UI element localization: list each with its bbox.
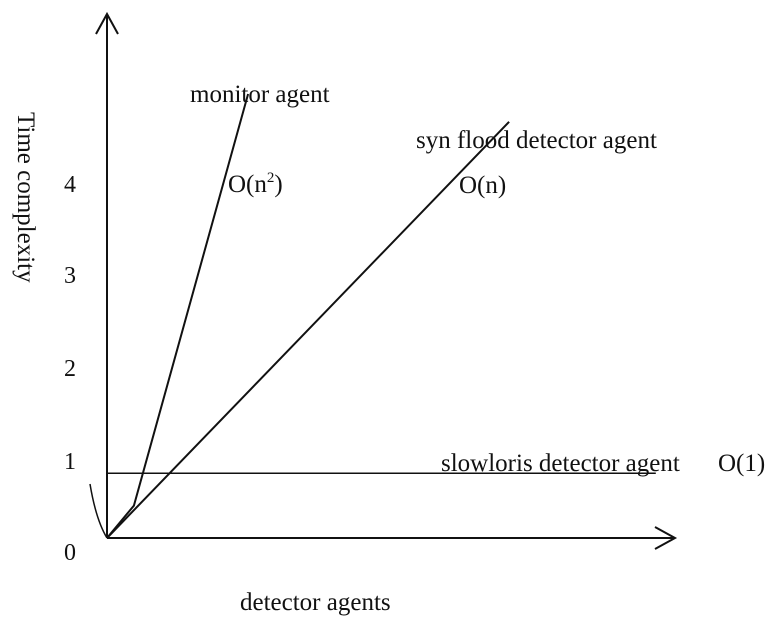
series-line-monitor-agent — [106, 93, 250, 539]
series-line-syn-flood-detector-agent — [106, 121, 510, 539]
y-tick-label-4: 4 — [64, 172, 76, 198]
x-axis-label: detector agents — [240, 589, 391, 616]
origin-curve — [89, 483, 108, 539]
complexity-label-syn-flood-detector-agent: O(n) — [459, 172, 506, 199]
complexity-base: O(n — [228, 171, 267, 198]
x-axis-arrowhead — [654, 526, 678, 550]
y-axis-arrowhead — [95, 11, 119, 35]
y-tick-label-2: 2 — [64, 356, 76, 382]
complexity-label-monitor-agent: O(n2) — [228, 170, 283, 198]
y-axis-label: Time complexity — [12, 112, 39, 283]
complexity-label-slowloris-detector-agent: O(1) — [718, 450, 765, 477]
complexity-close: ) — [274, 171, 282, 198]
y-tick-label-1: 1 — [64, 449, 76, 475]
series-label-syn-flood-detector-agent: syn flood detector agent — [416, 127, 657, 154]
y-tick-label-0: 0 — [64, 540, 76, 566]
series-label-slowloris-detector-agent: slowloris detector agent — [441, 450, 680, 477]
complexity-exponent: 2 — [267, 170, 275, 186]
y-tick-label-3: 3 — [64, 263, 76, 289]
series-label-monitor-agent: monitor agent — [190, 81, 330, 108]
